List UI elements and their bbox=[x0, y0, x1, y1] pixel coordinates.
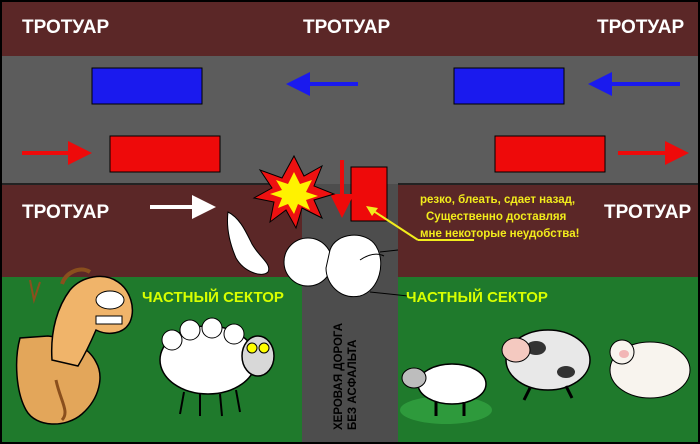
blob-shape-right bbox=[325, 234, 382, 298]
dirt-road-label-line2: БЕЗ АСФАЛЬТА bbox=[347, 340, 359, 430]
sheep-icon bbox=[400, 363, 492, 424]
pedestrian-shape bbox=[227, 211, 270, 275]
annotation-line-1: резко, блеать, сдает назад, bbox=[420, 194, 575, 206]
sidewalk-label-bottom-right: ТРОТУАР bbox=[604, 202, 692, 223]
private-sector-label-right: ЧАСТНЫЙ СЕКТОР bbox=[406, 288, 548, 306]
sheep-icon bbox=[159, 317, 275, 417]
private-sector-label-left: ЧАСТНЫЙ СЕКТОР bbox=[142, 288, 284, 306]
car-blue-right bbox=[453, 67, 565, 105]
explosion-icon bbox=[252, 154, 336, 230]
pig-icon bbox=[501, 329, 591, 401]
car-red-left bbox=[109, 135, 221, 173]
car-red-reversing bbox=[350, 166, 388, 222]
sidewalk-label-bottom-left: ТРОТУАР bbox=[22, 202, 110, 223]
sidewalk-label-top-left: ТРОТУАР bbox=[22, 17, 110, 38]
annotation-line-3: мне некоторые неудобства! bbox=[420, 228, 579, 240]
sidewalk-top bbox=[2, 2, 698, 56]
sidewalk-label-top-center: ТРОТУАР bbox=[303, 17, 391, 38]
sidewalk-label-top-right: ТРОТУАР bbox=[597, 17, 685, 38]
dirt-road-label-line1: ХЕРОВАЯ ДОРОГА bbox=[333, 323, 345, 430]
camel-icon bbox=[15, 267, 134, 425]
car-blue-left bbox=[91, 67, 203, 105]
cat-icon bbox=[609, 339, 691, 399]
car-red-right bbox=[494, 135, 606, 173]
annotation-line-2: Существенно доставляя bbox=[426, 211, 566, 223]
sidewalk-bottom-right bbox=[398, 184, 698, 277]
dirt-road bbox=[302, 184, 398, 442]
blob-shape-left bbox=[283, 237, 333, 287]
